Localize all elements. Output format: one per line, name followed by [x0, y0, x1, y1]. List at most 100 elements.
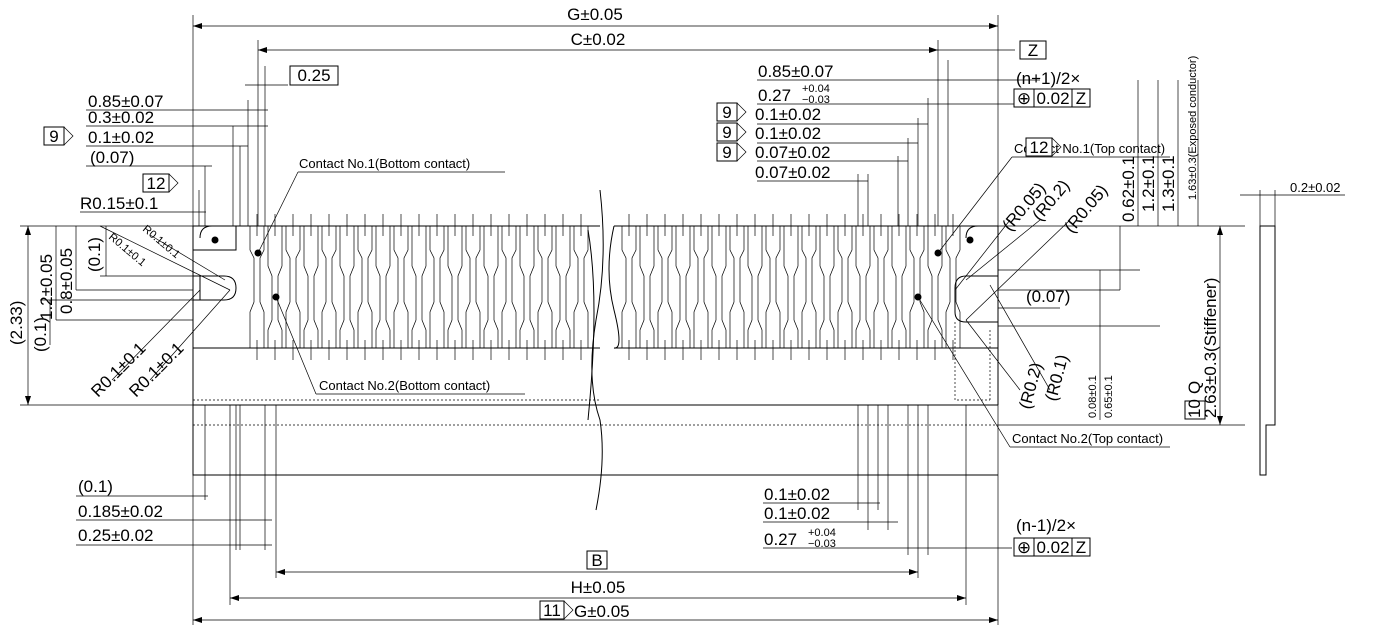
tol-minus-top: −0.03 [802, 94, 830, 106]
pos-symbol-top: ⊕ [1017, 89, 1031, 108]
contact-finger [555, 226, 571, 348]
note-12: 12 [147, 174, 166, 193]
dim-r02b: (R0.2) [1016, 360, 1047, 411]
basic-025: 0.25 [297, 66, 330, 85]
dim-bot-01a: 0.1±0.02 [764, 485, 830, 504]
note-12-box-right [1025, 137, 1053, 157]
contact-1-bottom-label: Contact No.1(Bottom contact) [299, 156, 470, 171]
dim-left-007: (0.07) [90, 148, 134, 167]
note-12-right: 12 [1030, 138, 1049, 157]
arrowheads [25, 23, 1223, 623]
dim-right-085: 0.85±0.07 [758, 62, 834, 81]
dim-bot-01b: 0.1±0.02 [764, 504, 830, 523]
contact-finger [501, 226, 517, 348]
contact-finger [657, 226, 673, 348]
note-9-r1: 9 [722, 103, 731, 122]
contact-finger [429, 226, 445, 348]
contact-finger [819, 226, 835, 348]
datum-z-box [1019, 40, 1047, 60]
note-11-box [539, 600, 565, 620]
dim-c: C±0.02 [571, 30, 626, 49]
contact-finger [945, 226, 961, 348]
dimension-lines [20, 15, 1345, 625]
dim-v-12: 1.2±0.1 [1139, 155, 1158, 212]
contact-finger [483, 226, 499, 348]
datum-b-box [586, 550, 608, 570]
dim-side-02: 0.2±0.02 [1290, 180, 1341, 195]
contact-finger [447, 226, 463, 348]
dim-r01-b: R0.1±0.1 [140, 223, 182, 261]
contact-finger [321, 226, 337, 348]
contact-finger [303, 226, 319, 348]
dim-v-13: 1.3±0.1 [1159, 155, 1178, 212]
contact-fingers [249, 214, 961, 360]
contact-finger [267, 226, 283, 348]
datum-b: B [591, 551, 602, 570]
dim-right-007p: (0.07) [1026, 287, 1070, 306]
dim-h-12: 1.2±0.05 [37, 254, 56, 320]
contact-finger [621, 226, 637, 348]
contact-2-top-label: Contact No.2(Top contact) [1012, 431, 1163, 446]
dim-h-01p: (0.1) [85, 237, 104, 272]
pos-datum-bottom: Z [1076, 538, 1086, 557]
datum-z: Z [1028, 41, 1038, 60]
contact-finger [639, 226, 655, 348]
dim-027-top: 0.27 [758, 86, 791, 105]
tol-plus-bottom: +0.04 [808, 527, 836, 539]
contact-finger [783, 226, 799, 348]
pos-tol-bottom: 0.02 [1036, 538, 1069, 557]
dim-right-01b: 0.1±0.02 [755, 124, 821, 143]
dim-left-01: 0.1±0.02 [88, 128, 154, 147]
note-9-r2: 9 [722, 123, 731, 142]
contact-finger [693, 226, 709, 348]
q-label: Q [1185, 381, 1204, 394]
dim-r015: R0.15±0.1 [80, 194, 158, 213]
contact-finger [573, 226, 589, 348]
dim-stiffener: 2.63±0.3(Stiffener) [1201, 278, 1220, 418]
contact-finger [711, 226, 727, 348]
dim-h-08: 0.8±0.05 [57, 248, 76, 314]
contact-finger [747, 226, 763, 348]
note-11: 11 [543, 601, 561, 620]
contact-finger [675, 226, 691, 348]
contact-finger [927, 226, 943, 348]
dim-right-007b: 0.07±0.02 [755, 163, 831, 182]
contact-finger [855, 226, 871, 348]
dim-r01p: (R0.1) [1042, 352, 1073, 403]
contact-finger [393, 226, 409, 348]
dim-027-bottom: 0.27 [764, 530, 797, 549]
note-9-box [43, 126, 65, 146]
dim-g-bottom: G±0.05 [574, 602, 630, 621]
dim-r01-a: R0.1±0.1 [106, 231, 148, 269]
dim-v-062: 0.62±0.1 [1119, 156, 1138, 222]
contact-finger [873, 226, 889, 348]
contact-finger [909, 226, 925, 348]
dim-h-233: (2.33) [7, 301, 26, 345]
contact-finger [339, 226, 355, 348]
contact-dot [966, 236, 974, 244]
tol-minus-bottom: −0.03 [808, 538, 836, 550]
contact-finger [837, 226, 853, 348]
dim-left-085: 0.85±0.07 [88, 92, 164, 111]
contact-2-bottom-label: Contact No.2(Bottom contact) [319, 378, 490, 393]
dim-h: H±0.05 [571, 578, 626, 597]
note-10-box [1184, 400, 1206, 420]
note-10: 10 [1185, 399, 1204, 418]
contact-finger [729, 226, 745, 348]
contact-finger [285, 226, 301, 348]
pos-symbol-bottom: ⊕ [1017, 538, 1031, 557]
dim-bot-0185: 0.185±0.02 [78, 502, 163, 521]
contact-finger [249, 226, 265, 348]
contact-finger [375, 226, 391, 348]
contact-finger [519, 226, 535, 348]
contact-dot [211, 236, 219, 244]
contact-finger [357, 226, 373, 348]
pos-datum-top: Z [1076, 89, 1086, 108]
dim-bot-01p: (0.1) [78, 477, 113, 496]
contact-finger [465, 226, 481, 348]
dim-bot-025: 0.25±0.02 [78, 526, 154, 545]
n-plus-count: (n+1)/2× [1016, 69, 1080, 88]
dim-right-007a: 0.07±0.02 [755, 143, 831, 162]
contact-finger [537, 226, 553, 348]
